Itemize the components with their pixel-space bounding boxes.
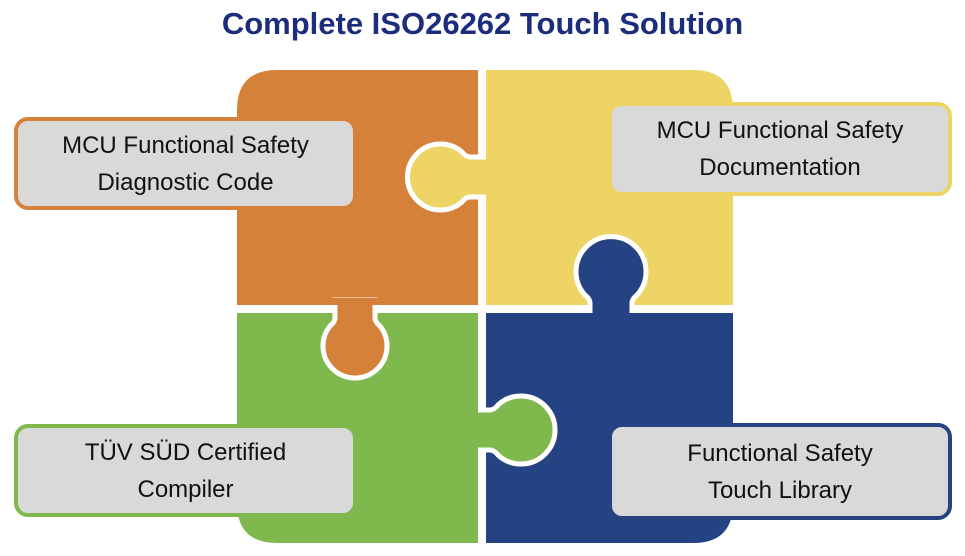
label-line: MCU Functional Safety [62, 131, 309, 159]
label-line: Diagnostic Code [97, 168, 274, 196]
label-line: Touch Library [707, 476, 853, 504]
label-line: Documentation [699, 154, 861, 181]
label-line: Functional Safety [687, 439, 873, 467]
label-line: Compiler [137, 475, 234, 503]
label-line: TÜV SÜD Certified [84, 438, 287, 466]
puzzle-tab-yellow [404, 141, 494, 213]
puzzle-tab-blue [573, 234, 649, 321]
puzzle-tab-orange [320, 297, 390, 381]
diagram-title: Complete ISO26262 Touch Solution [221, 6, 744, 41]
label-line: MCU Functional Safety [656, 117, 904, 144]
puzzle-tab-green [470, 393, 558, 467]
